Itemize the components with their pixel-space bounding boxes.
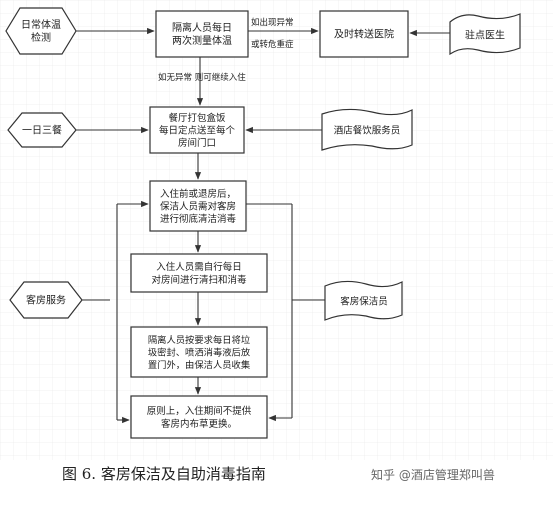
- measure-temp-node-shape: [155, 10, 249, 58]
- node-label-housekeeper: 客房保洁员: [340, 295, 388, 307]
- catering-staff-node-shape: [321, 108, 413, 151]
- node-label-hospital: 及时转送医院: [334, 28, 394, 41]
- self-clean-node-shape: [130, 253, 268, 293]
- node-label-measure-temp: 隔离人员每日两次测量体温: [172, 21, 232, 47]
- room-service-node-shape: [9, 281, 83, 319]
- meal-delivery-node-shape: [149, 106, 245, 154]
- watermark: 知乎 @酒店管理郑叫兽: [371, 468, 495, 482]
- node-label-room-service: 客房服务: [26, 294, 66, 307]
- node-label-meal-delivery: 餐厅打包盒饭每日定点送至每个房间门口: [159, 112, 236, 149]
- node-label-disinfect: 入住前或退房后，保洁人员需对客房进行彻底清洁消毒: [160, 188, 237, 225]
- node-label-no-linen: 原则上，入住期间不提供客房内布草更换。: [147, 405, 252, 430]
- edge-label-abnormal: 如出现异常: [251, 17, 294, 28]
- grid-background: [0, 0, 553, 460]
- edge-label-severe: 或转危重症: [251, 39, 294, 50]
- node-label-three-meals: 一日三餐: [22, 124, 62, 137]
- node-label-self-clean: 入住人员需自行每日对房间进行清扫和消毒: [151, 261, 247, 286]
- node-label-doctor: 驻点医生: [465, 29, 505, 42]
- node-label-garbage: 隔离人员按要求每日将垃圾密封、喷洒消毒液后放置门外，由保洁人员收集: [148, 334, 251, 371]
- no-linen-node-shape: [130, 395, 268, 439]
- hospital-node-shape: [319, 10, 409, 58]
- doctor-node-shape: [449, 13, 521, 56]
- edge-label-normal: 如无异常 则可继续入住: [158, 72, 246, 83]
- node-label-catering-staff: 酒店餐饮服务员: [334, 124, 401, 136]
- figure-caption: 图 6. 客房保洁及自助消毒指南: [62, 465, 266, 483]
- disinfect-node-shape: [149, 180, 247, 232]
- node-label-temp-check: 日常体温检测: [21, 18, 61, 44]
- three-meals-node-shape: [7, 112, 77, 148]
- housekeeper-node-shape: [324, 280, 403, 321]
- garbage-node-shape: [130, 326, 268, 378]
- temp-check-node-shape: [5, 7, 77, 55]
